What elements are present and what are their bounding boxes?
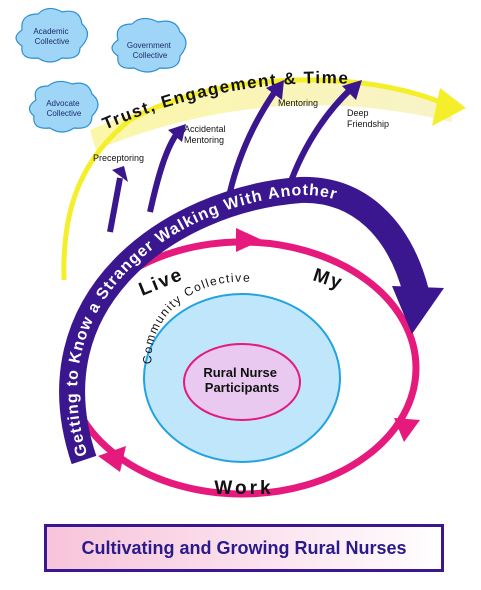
cycle-word-live: Live (136, 264, 187, 301)
cycle-arrowhead-top (236, 228, 262, 252)
academic-collective-line1: Academic (33, 27, 68, 36)
government-collective-cloud: Government Collective (111, 17, 187, 73)
cycle-word-my: My (310, 265, 345, 294)
deep-friendship-line1: Deep (347, 108, 369, 118)
preceptoring-label-line1: Preceptoring (93, 153, 144, 163)
svg-text:Academic Collective: Academic Collective (33, 27, 70, 46)
advocate-collective-cloud: Advocate Collective (28, 80, 99, 133)
svg-text:Advocate Collective: Advocate Collective (46, 99, 82, 118)
title-banner: Cultivating and Growing Rural Nurses (44, 524, 444, 572)
svg-text:Government Collective: Government Collective (127, 41, 173, 60)
academic-collective-line2: Collective (35, 37, 70, 46)
accidental-mentoring-label: Accidental Mentoring (184, 124, 228, 145)
advocate-collective-line2: Collective (47, 109, 82, 118)
accidental-mentoring-arrowhead (168, 124, 186, 142)
preceptoring-label: Preceptoring (93, 153, 144, 163)
rural-nurse-participants: Rural Nurse Participants (183, 343, 301, 421)
walking-arc-arrowhead (392, 286, 444, 334)
academic-collective-cloud: Academic Collective (15, 7, 89, 63)
mentoring-label-line1: Mentoring (278, 98, 318, 108)
center-label-line2: Participants (205, 380, 279, 395)
cycle-word-work: Work (214, 478, 273, 499)
preceptoring-arrowhead (112, 166, 128, 182)
deep-friendship-line2: Friendship (347, 119, 389, 129)
cycle-arrowhead-right (394, 418, 420, 442)
banner-title: Cultivating and Growing Rural Nurses (81, 537, 407, 558)
mentoring-label: Mentoring (278, 98, 318, 108)
deep-friendship-label: Deep Friendship (347, 108, 389, 129)
center-label-line1: Rural Nurse (203, 365, 277, 380)
accidental-mentoring-line1: Accidental (184, 124, 226, 134)
mentoring-arrowhead (266, 80, 284, 100)
government-collective-line2: Collective (133, 51, 168, 60)
deep-friendship-arrowhead (342, 80, 362, 100)
svg-text:Rural Nurse Participants: Rural Nurse Participants (203, 365, 280, 395)
accidental-mentoring-line2: Mentoring (184, 135, 224, 145)
advocate-collective-line1: Advocate (46, 99, 80, 108)
government-collective-line1: Government (127, 41, 172, 50)
cycle-arrowhead-left (98, 446, 126, 472)
